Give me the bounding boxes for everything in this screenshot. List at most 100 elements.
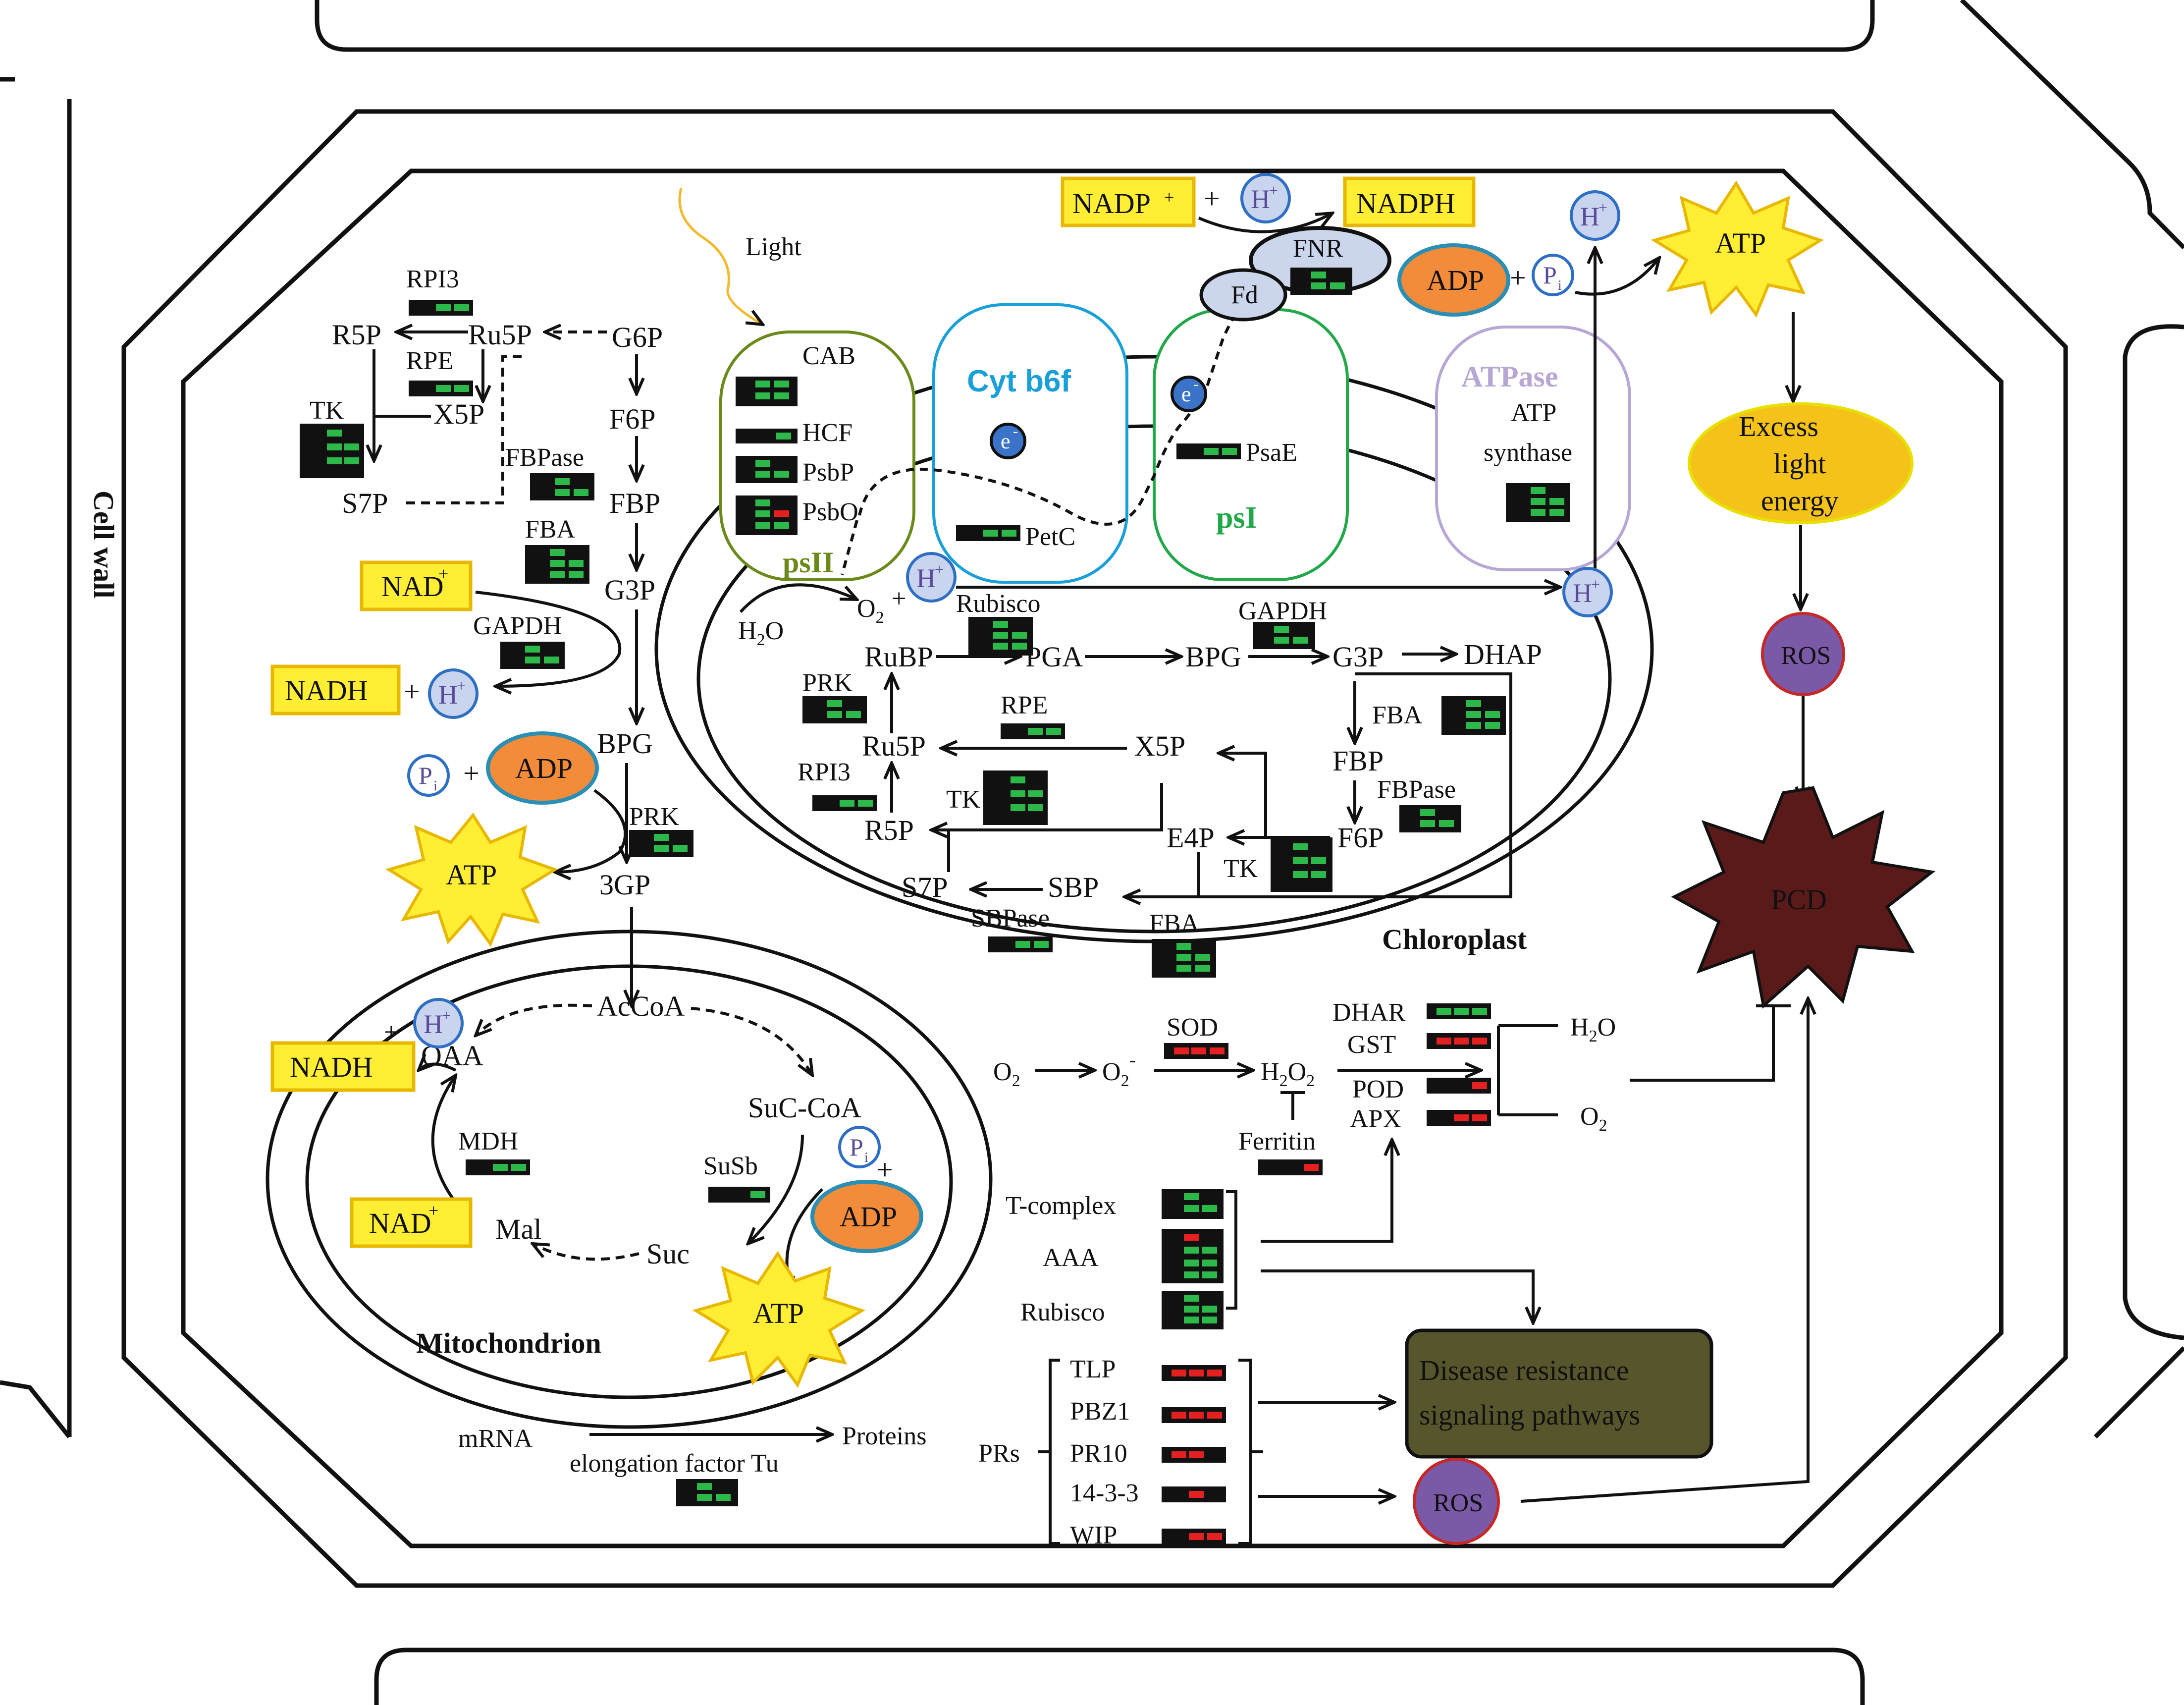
wip-label: WIP <box>1070 1521 1117 1549</box>
psbo-label: PsbO <box>802 498 858 526</box>
dhar-label: DHAR <box>1332 998 1406 1027</box>
f6p-chloro-label: F6P <box>1337 822 1384 854</box>
fnr-label: FNR <box>1293 234 1343 263</box>
plus-sign: + <box>463 757 479 789</box>
h2o-chloro: H2O <box>738 617 784 649</box>
g3p-label: G3P <box>604 574 655 606</box>
3gp-label: 3GP <box>599 869 650 901</box>
nadh-label: NADH <box>285 674 368 707</box>
chloroplast-label: Chloroplast <box>1382 923 1527 955</box>
h-plus-icon: H + <box>428 668 479 719</box>
r5p-chloro-label: R5P <box>864 814 914 846</box>
rpe-badge <box>409 381 473 396</box>
light-arrow <box>678 188 763 325</box>
gst-label: GST <box>1347 1031 1396 1059</box>
tlp-badge <box>1162 1365 1226 1381</box>
hcf-label: HCF <box>802 419 852 447</box>
svg-text:H: H <box>1580 202 1599 231</box>
fbpase-chloro-badge <box>1399 805 1461 832</box>
excess-label-3: energy <box>1761 485 1839 517</box>
atp-label: ATP <box>446 859 497 891</box>
excess-light-energy <box>1688 402 1914 524</box>
svg-text:i: i <box>1558 278 1562 293</box>
suc-label: Suc <box>646 1238 690 1270</box>
susb-label: SuSb <box>703 1152 758 1180</box>
nadph-label: NADPH <box>1356 187 1455 220</box>
aaa-label: AAA <box>1043 1244 1099 1272</box>
o2-product-label: O2 <box>1580 1102 1607 1135</box>
svg-text:P: P <box>850 1133 863 1161</box>
excess-label-1: Excess <box>1739 410 1818 442</box>
psae-badge <box>1176 443 1241 459</box>
wip-badge <box>1162 1529 1226 1544</box>
cyt-b6f-label: Cyt b6f <box>967 364 1071 398</box>
rpi3-chloro-label: RPI3 <box>798 758 851 786</box>
superoxide-label: O2- <box>1102 1048 1136 1090</box>
sod-label: SOD <box>1167 1013 1218 1042</box>
tk-chloro2-badge <box>983 770 1048 825</box>
susb-badge <box>708 1187 770 1203</box>
psae-label: PsaE <box>1246 439 1297 467</box>
nad-plus-sup: + <box>438 564 448 584</box>
tk-label: TK <box>310 396 344 425</box>
psbp-badge <box>736 456 798 483</box>
fbp-chloro-label: FBP <box>1332 745 1384 777</box>
fba-label: FBA <box>525 515 576 544</box>
hcf-badge <box>736 429 798 443</box>
adp-label: ADP <box>515 752 573 784</box>
fba-chloro2-badge <box>1152 939 1216 978</box>
adp-label: ADP <box>1427 264 1484 296</box>
svg-text:H: H <box>1573 578 1592 608</box>
prk-chloro-label: PRK <box>802 669 853 697</box>
g3p-chloro-label: G3P <box>1332 641 1384 673</box>
ferritin-badge <box>1258 1159 1323 1175</box>
ros-circle <box>1413 1458 1500 1545</box>
accoa-label: AcCoA <box>597 990 685 1022</box>
x5p-chloro-label: X5P <box>1134 730 1185 762</box>
svg-text:e: e <box>1001 429 1011 453</box>
ferritin-label: Ferritin <box>1238 1127 1316 1155</box>
svg-text:+: + <box>442 1006 451 1024</box>
svg-text:+: + <box>1598 199 1607 217</box>
plus-sign: + <box>892 585 906 613</box>
tlp-label: TLP <box>1070 1355 1116 1383</box>
rpi3-chloro-badge <box>812 795 877 811</box>
svg-text:+: + <box>1269 181 1278 199</box>
cab-badge <box>736 377 798 406</box>
gapdh-label: GAPDH <box>473 612 562 640</box>
fba-badge <box>525 545 589 584</box>
adp-ellipse <box>1397 243 1510 317</box>
s7p-chloro-label: S7P <box>902 871 948 903</box>
g6p-label: G6P <box>612 321 663 353</box>
fd-ellipse <box>1199 268 1287 322</box>
disease-label-2: signaling pathways <box>1419 1399 1640 1431</box>
aaa-badge <box>1162 1229 1224 1283</box>
ru5p-chloro-label: Ru5P <box>862 730 926 762</box>
pod-label: POD <box>1352 1075 1404 1103</box>
prk-chloro-badge <box>802 696 867 723</box>
nadh-box <box>270 1041 416 1092</box>
pcd-burst <box>1671 786 1936 1009</box>
psbo-badge <box>736 495 798 535</box>
atp-synthase-label-1: ATP <box>1511 399 1556 427</box>
pi-icon: P i <box>407 754 450 797</box>
h-plus-icon: H + <box>413 998 464 1048</box>
gapdh-chloro-label: GAPDH <box>1238 597 1327 625</box>
nadp-label: NADP <box>1072 187 1151 220</box>
pi-icon: P i <box>838 1126 881 1168</box>
dhap-label: DHAP <box>1464 638 1542 670</box>
eftu-label: elongation factor Tu <box>570 1449 779 1478</box>
cab-label: CAB <box>802 342 855 370</box>
rpi3-badge <box>409 300 473 316</box>
nad-box <box>360 560 473 611</box>
petc-label: PetC <box>1025 523 1075 551</box>
tk-chloro-label: TK <box>1224 855 1258 883</box>
adp-ellipse <box>810 1180 923 1253</box>
pbz1-badge <box>1162 1407 1226 1423</box>
mal-label: Mal <box>495 1213 541 1245</box>
disease-resistance-box <box>1405 1328 1713 1459</box>
tk-chloro-badge <box>1271 837 1332 892</box>
h-plus-icon: H + <box>1562 567 1613 617</box>
rpe-chloro-label: RPE <box>1001 691 1048 719</box>
disease-label-1: Disease resistance <box>1419 1354 1629 1386</box>
